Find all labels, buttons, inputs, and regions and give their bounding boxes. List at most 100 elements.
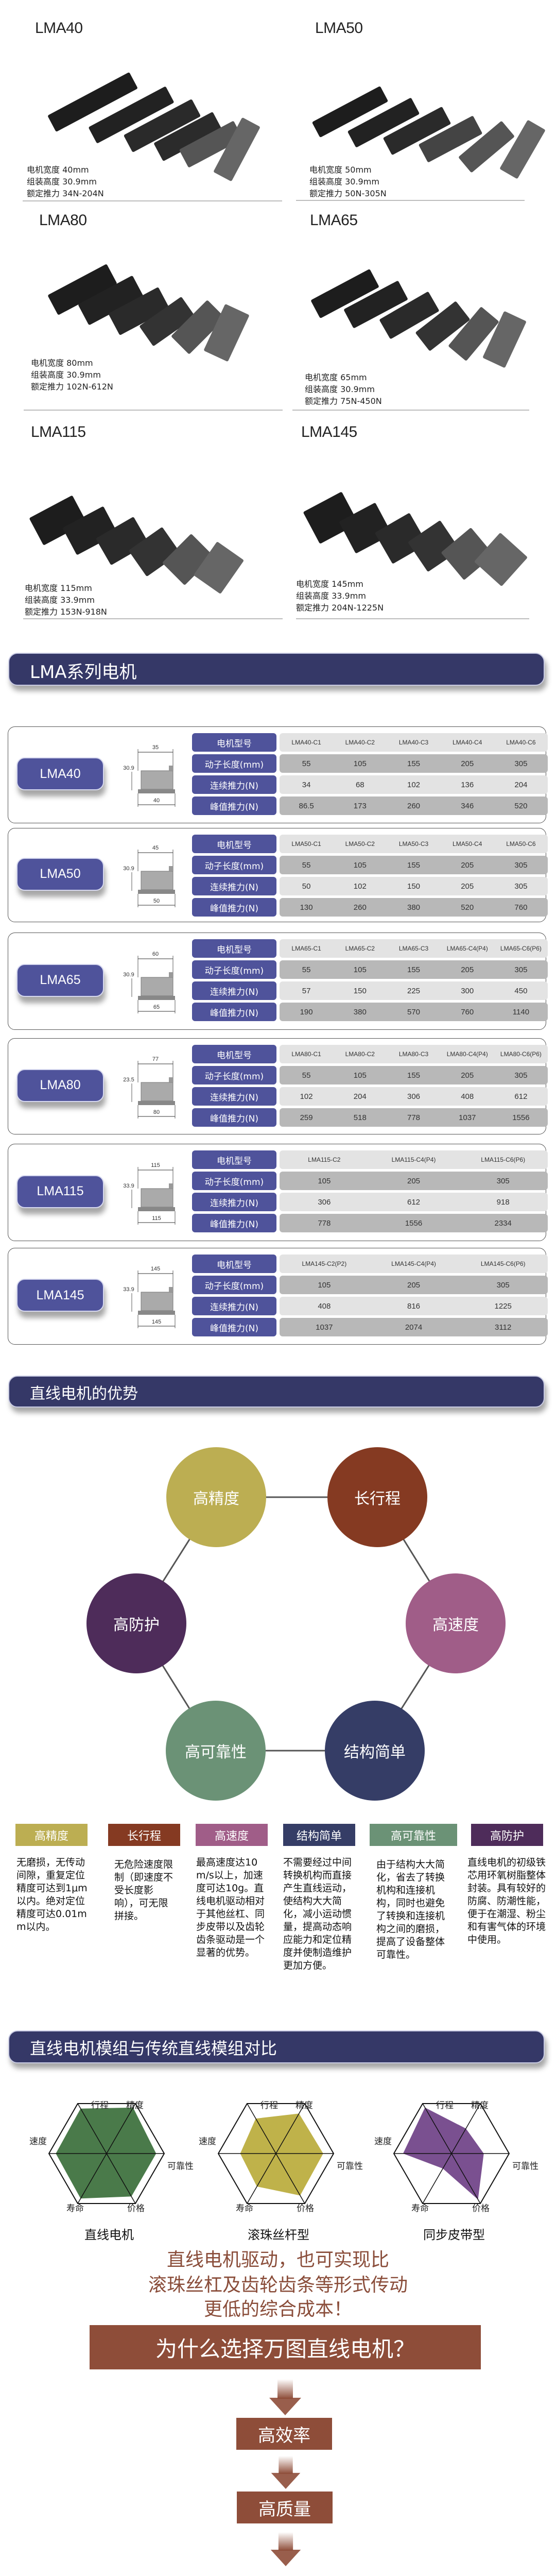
product-specs-lma50: 电机宽度 50mm 组装高度 30.9mm 额定推力 50N-305N bbox=[309, 165, 387, 198]
product-title-lma50: LMA50 bbox=[315, 20, 363, 37]
series-badge: LMA145 bbox=[16, 1279, 104, 1312]
dim-bottom-label: 40 bbox=[153, 798, 160, 804]
cell-value: 2334 bbox=[494, 1218, 512, 1228]
row-label: 电机型号 bbox=[192, 733, 276, 752]
cell-value: LMA80-C2 bbox=[345, 1050, 375, 1058]
divider bbox=[24, 410, 283, 411]
product-title-lma145: LMA145 bbox=[301, 423, 357, 440]
cell-value: 778 bbox=[407, 1113, 421, 1122]
cell-value: LMA115-C2 bbox=[308, 1156, 341, 1163]
section-title: LMA系列电机 bbox=[30, 662, 137, 683]
flow-step-quality: 高质量 bbox=[237, 2492, 333, 2523]
cell-value: 305 bbox=[496, 1176, 510, 1185]
radar-axis-label: 精度 bbox=[296, 2100, 313, 2111]
row-label: 峰值推力(N) bbox=[192, 1003, 276, 1021]
dim-bottom-label: 145 bbox=[152, 1319, 161, 1325]
radar-axis-label: 价格 bbox=[297, 2204, 314, 2214]
cell-value: LMA50-C1 bbox=[291, 840, 321, 848]
radar-series-name: 直线电机 bbox=[84, 2228, 134, 2242]
cell-value: LMA65-C1 bbox=[291, 945, 321, 952]
radar-axis-label: 寿命 bbox=[411, 2204, 429, 2214]
radar-axis-label: 寿命 bbox=[66, 2204, 84, 2214]
section-banner-advantages: 直线电机的优势 bbox=[8, 1376, 545, 1408]
row-label: 动子长度(mm) bbox=[192, 1172, 276, 1190]
divider bbox=[292, 410, 529, 411]
cell-value: 205 bbox=[461, 1071, 474, 1080]
section-banner-lma-series: LMA系列电机 bbox=[8, 653, 545, 686]
section-banner-comparison: 直线电机模组与传统直线模组对比 bbox=[8, 2030, 545, 2063]
cell-value: 259 bbox=[300, 1113, 313, 1122]
slogan-line-3: 更低的综合成本！ bbox=[203, 2299, 352, 2320]
cell-value: 105 bbox=[353, 965, 367, 974]
series-badge: LMA50 bbox=[16, 857, 104, 891]
row-label: 动子长度(mm) bbox=[192, 856, 276, 874]
dim-height-label: 30.9 bbox=[123, 866, 134, 872]
row-label: 连续推力(N) bbox=[192, 877, 276, 895]
divider bbox=[296, 200, 525, 201]
product-specs-lma145: 电机宽度 145mm 组装高度 33.9mm 额定推力 204N-1225N bbox=[296, 579, 384, 613]
cell-value: LMA65-C3 bbox=[398, 945, 429, 952]
dim-bottom-label: 115 bbox=[152, 1215, 161, 1222]
cell-value: 205 bbox=[461, 759, 474, 768]
cell-value: LMA50-C6 bbox=[506, 840, 536, 848]
cell-value: 518 bbox=[353, 1113, 367, 1122]
radar-axis-label: 精度 bbox=[126, 2100, 144, 2111]
cell-value: 50 bbox=[302, 882, 311, 891]
cell-value: 760 bbox=[514, 903, 528, 912]
advantage-header-speed: 高速度 bbox=[196, 1824, 268, 1846]
dim-top-label: 35 bbox=[152, 744, 159, 751]
cell-value: LMA145-C2(P2) bbox=[302, 1260, 347, 1267]
cell-value: 105 bbox=[353, 1071, 367, 1080]
cell-value: LMA80-C3 bbox=[398, 1050, 429, 1058]
cell-value: 1037 bbox=[316, 1323, 333, 1332]
cell-value: 408 bbox=[318, 1301, 331, 1311]
product-title-lma80: LMA80 bbox=[39, 212, 87, 229]
cell-value: 2074 bbox=[405, 1323, 423, 1332]
row-label: 动子长度(mm) bbox=[192, 1066, 276, 1084]
cell-value: LMA40-C2 bbox=[345, 739, 375, 746]
cell-value: 305 bbox=[514, 882, 528, 891]
arrow-down-icon bbox=[271, 2456, 301, 2489]
cell-value: 918 bbox=[496, 1197, 510, 1207]
cell-value: 1556 bbox=[512, 1113, 530, 1122]
row-label: 连续推力(N) bbox=[192, 1087, 276, 1106]
product-title-lma65: LMA65 bbox=[310, 212, 358, 229]
cell-value: 173 bbox=[353, 801, 367, 810]
radar-axis-label: 速度 bbox=[374, 2137, 392, 2147]
cell-value: 136 bbox=[461, 780, 474, 789]
dim-top-label: 77 bbox=[152, 1056, 159, 1062]
radar-axis-label: 精度 bbox=[471, 2100, 489, 2111]
cell-value: 204 bbox=[353, 1092, 367, 1101]
row-label: 连续推力(N) bbox=[192, 981, 276, 1000]
row-label: 电机型号 bbox=[192, 1150, 276, 1169]
cell-value: 778 bbox=[318, 1218, 331, 1228]
cell-value: 305 bbox=[514, 759, 528, 768]
cell-value: 306 bbox=[318, 1197, 331, 1207]
cell-value: 105 bbox=[353, 860, 367, 870]
dim-top-label: 115 bbox=[151, 1162, 160, 1168]
cell-value: 55 bbox=[302, 965, 311, 974]
row-label: 峰值推力(N) bbox=[192, 1214, 276, 1232]
slogan-line-2: 滚珠丝杠及齿轮齿条等形式传动 bbox=[148, 2275, 408, 2296]
dim-height-label: 30.9 bbox=[123, 972, 134, 978]
